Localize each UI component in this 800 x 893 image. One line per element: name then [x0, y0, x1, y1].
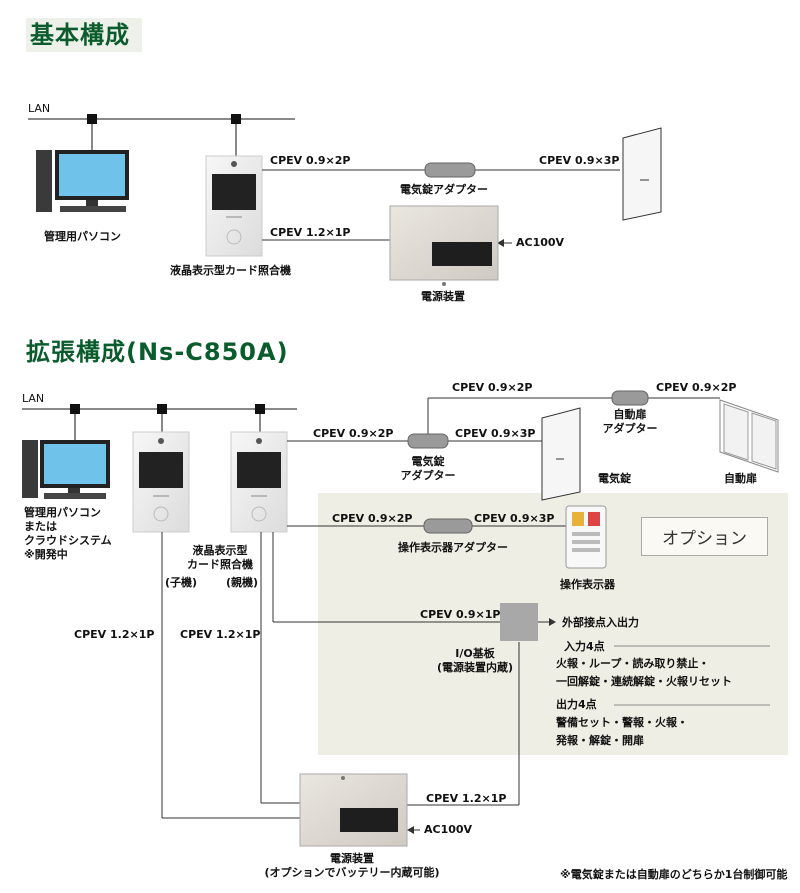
- ext-operation-panel-icon: [565, 505, 607, 569]
- ext-lock-adapter-line2: アダプター: [400, 469, 456, 482]
- basic-cable-adapter-door: CPEV 0.9×3P: [539, 154, 620, 167]
- ext-parent-label: (親機): [226, 576, 259, 589]
- basic-pc-icon: [36, 150, 129, 212]
- ext-pc-line1: 管理用パソコン: [24, 506, 101, 519]
- ext-op-panel-label: 操作表示器: [560, 578, 615, 591]
- ext-lan-label: LAN: [22, 392, 44, 406]
- basic-lan-line: [28, 114, 295, 158]
- ext-pc-label: 管理用パソコン または クラウドシステム ※開発中: [24, 506, 112, 562]
- ext-lock-adapter-label: 電気錠 アダプター: [398, 455, 458, 483]
- ext-cable-left2: CPEV 1.2×1P: [180, 628, 261, 641]
- ext-lock-label: 電気錠: [598, 472, 631, 485]
- basic-pc-label: 管理用パソコン: [44, 230, 121, 243]
- ext-ac-label: AC100V: [424, 823, 473, 836]
- ext-cable-reader-lock: CPEV 0.9×2P: [313, 427, 394, 440]
- ext-power-line1: 電源装置: [330, 852, 374, 865]
- ext-pc-line3: クラウドシステム: [24, 534, 112, 547]
- section-title-extended: 拡張構成(Ns-C850A): [26, 338, 289, 366]
- basic-lock-adapter-icon: [424, 162, 476, 178]
- basic-power-unit-icon: [389, 205, 499, 286]
- ext-pc-icon: [22, 440, 110, 499]
- ext-contact-label: 外部接点入出力: [562, 616, 639, 629]
- ext-cable-left1: CPEV 1.2×1P: [74, 628, 155, 641]
- ext-cable-lock-door: CPEV 0.9×3P: [455, 427, 536, 440]
- ext-reader-label: 液晶表示型 カード照合機: [180, 544, 260, 572]
- ext-cable-op-right: CPEV 0.9×3P: [474, 512, 555, 525]
- ext-power-label: 電源装置 (オプションでバッテリー内蔵可能): [252, 852, 452, 880]
- ext-power-unit-icon: [299, 773, 408, 847]
- basic-lock-adapter-label: 電気錠アダプター: [400, 183, 488, 196]
- ext-op-adapter-label: 操作表示器アダプター: [398, 541, 508, 554]
- basic-door-icon: [622, 127, 662, 221]
- ext-lan-text: LAN: [22, 392, 45, 405]
- ext-card-reader-parent-icon: [230, 431, 288, 533]
- ext-pc-line4: ※開発中: [24, 548, 68, 561]
- ext-input-title: 入力4点: [564, 640, 605, 653]
- ext-door-icon: [541, 407, 581, 501]
- basic-cable-reader-adapter: CPEV 0.9×2P: [270, 154, 351, 167]
- ext-auto-door-label: 自動扉: [724, 472, 757, 485]
- basic-reader-label: 液晶表示型カード照合機: [170, 264, 291, 277]
- ext-cable-op-left: CPEV 0.9×2P: [332, 512, 413, 525]
- ext-auto-adapter-line1: 自動扉: [613, 408, 647, 421]
- ext-reader-line1: 液晶表示型: [192, 544, 248, 557]
- ext-io-board-icon: [500, 603, 538, 641]
- basic-card-reader-icon: [205, 155, 263, 257]
- basic-ac-label: AC100V: [516, 236, 565, 249]
- ext-lock-adapter-icon: [407, 433, 449, 449]
- ext-lan-line: [22, 404, 297, 440]
- ext-card-reader-child-icon: [132, 431, 190, 533]
- ext-io-label: I/O基板 (電源装置内蔵): [430, 647, 520, 675]
- basic-cable-power: CPEV 1.2×1P: [270, 226, 351, 239]
- ext-cable-io: CPEV 0.9×1P: [420, 608, 501, 621]
- ext-cable-lock-top: CPEV 0.9×2P: [452, 381, 533, 394]
- ext-input-line1: 火報・ループ・読み取り禁止・: [556, 657, 710, 670]
- ext-pc-line2: または: [24, 520, 57, 533]
- ext-input-line2: 一回解錠・連続解錠・火報リセット: [556, 675, 732, 688]
- ext-reader-line2: カード照合機: [187, 558, 253, 571]
- ext-auto-adapter-icon: [611, 390, 649, 406]
- ext-op-adapter-icon: [423, 518, 473, 534]
- basic-lan-label: LAN: [28, 102, 51, 115]
- section-title-basic: 基本構成: [26, 18, 142, 52]
- ext-output-line2: 発報・解錠・開扉: [556, 734, 644, 747]
- ext-io-line1: I/O基板: [455, 647, 495, 660]
- footnote: ※電気錠または自動扉のどちらか1台制御可能: [560, 868, 788, 881]
- ext-output-title: 出力4点: [556, 698, 597, 711]
- ext-wiring: [161, 397, 770, 834]
- option-title: オプション: [641, 517, 768, 556]
- ext-output-line1: 警備セット・警報・火報・: [556, 716, 688, 729]
- ext-child-label: (子機): [165, 576, 198, 589]
- ext-auto-adapter-line2: アダプター: [602, 422, 658, 435]
- ext-cable-power: CPEV 1.2×1P: [426, 792, 507, 805]
- ext-cable-auto-top: CPEV 0.9×2P: [656, 381, 737, 394]
- basic-wiring: [262, 169, 620, 247]
- ext-auto-door-icon: [719, 399, 779, 473]
- ext-auto-adapter-label: 自動扉 アダプター: [600, 408, 660, 436]
- basic-power-label: 電源装置: [421, 290, 465, 303]
- ext-power-line2: (オプションでバッテリー内蔵可能): [264, 866, 440, 879]
- ext-lock-adapter-line1: 電気錠: [411, 455, 445, 468]
- ext-io-line2: (電源装置内蔵): [436, 661, 514, 674]
